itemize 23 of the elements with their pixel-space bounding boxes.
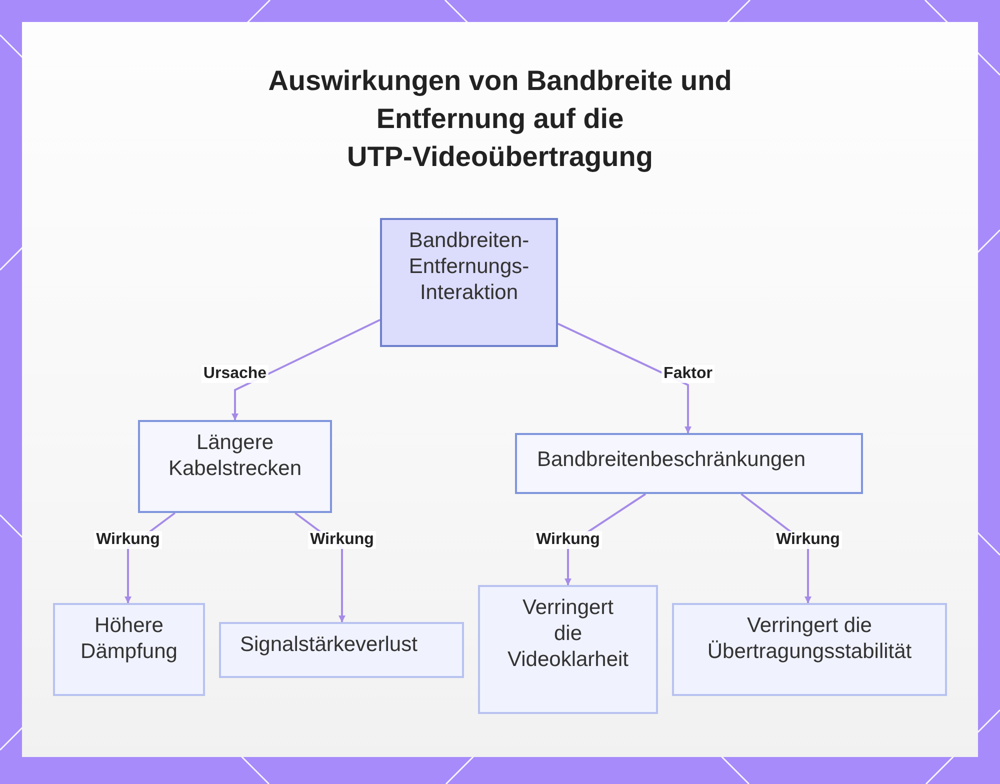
connector-arrow xyxy=(232,319,380,420)
node-text: Längere Kabelstrecken xyxy=(168,430,302,482)
node-text: Bandbreiten-Entfernungs-Interaktion xyxy=(408,228,530,306)
edge-label: Wirkung xyxy=(94,531,162,549)
process-box xyxy=(219,622,464,678)
edge-label: Ursache xyxy=(201,365,269,383)
node-text: Verringert die Übertragungsstabilität xyxy=(707,613,912,665)
node-text: Höhere Dämpfung xyxy=(80,613,178,665)
node-text: Verringert die Videoklarheit xyxy=(507,595,628,673)
edge-label: Faktor xyxy=(662,365,714,383)
process-box xyxy=(515,433,863,494)
edge-label: Wirkung xyxy=(308,531,376,549)
process-box xyxy=(380,218,558,347)
process-box xyxy=(478,585,658,714)
process-box xyxy=(672,603,947,696)
edge-label: Wirkung xyxy=(774,531,842,549)
process-box xyxy=(138,420,332,513)
node-text: Bandbreitenbeschränkungen xyxy=(537,447,806,473)
node-text: Signalstärkeverlust xyxy=(240,632,418,658)
connector-arrow xyxy=(558,322,692,434)
process-box xyxy=(53,603,205,696)
diagram-title: Auswirkungen von Bandbreite und Entfernung auf die UTP-Videoübertragung xyxy=(267,64,733,174)
edge-label: Wirkung xyxy=(534,531,602,549)
